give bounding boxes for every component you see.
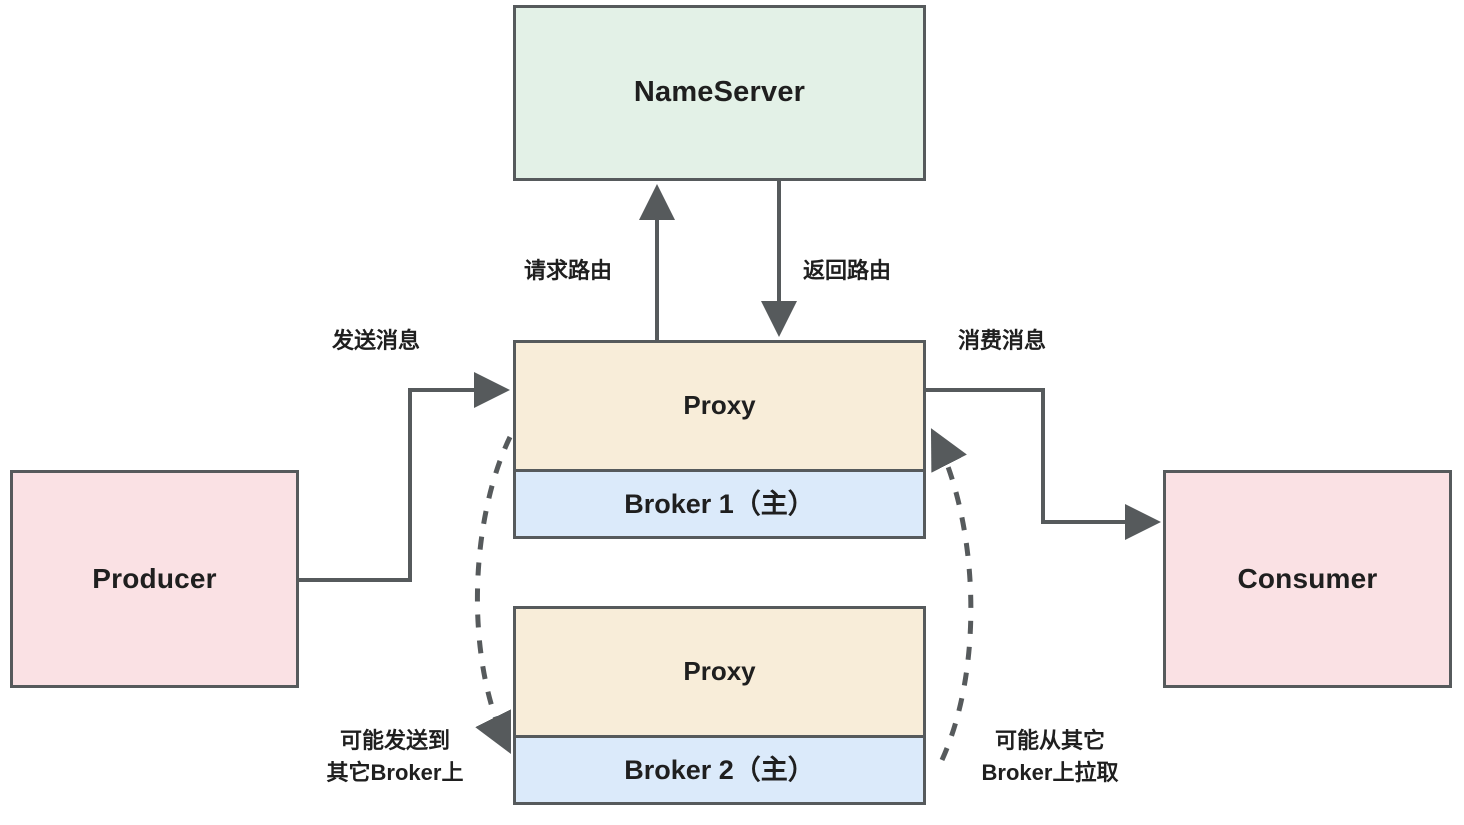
node-cluster-1: Proxy Broker 1（主） [513, 340, 926, 539]
edge-label-send-message: 发送消息 [332, 325, 462, 357]
cluster-1-proxy[interactable]: Proxy [516, 343, 923, 470]
maybe-send-other-line-2: 其它Broker上 [326, 759, 464, 785]
return-route-text: 返回路由 [803, 258, 892, 283]
send-message-text: 发送消息 [332, 328, 421, 353]
cluster-1-proxy-label: Proxy [683, 390, 756, 421]
edge-maybe-pull-other-broker [930, 428, 974, 762]
producer-label: Producer [92, 562, 217, 594]
cluster-1-broker[interactable]: Broker 1（主） [516, 469, 923, 537]
edge-label-maybe-send-other: 可能发送到 其它Broker上 [300, 725, 490, 789]
edge-consume-message [926, 388, 1161, 540]
consumer-label: Consumer [1237, 562, 1378, 594]
nameserver-label: NameServer [633, 76, 806, 109]
cluster-2-proxy[interactable]: Proxy [516, 609, 923, 736]
cluster-1-broker-label: Broker 1（主） [624, 488, 815, 519]
edge-send-message [299, 372, 510, 582]
cluster-2-broker-label: Broker 2（主） [624, 754, 815, 785]
edge-maybe-send-other-broker [474, 435, 513, 754]
edge-label-consume-message: 消费消息 [958, 325, 1088, 357]
node-producer[interactable]: Producer [10, 470, 299, 688]
maybe-send-other-line-1: 可能发送到 [339, 728, 450, 753]
maybe-pull-other-line-1: 可能从其它 [994, 728, 1105, 753]
cluster-2-broker[interactable]: Broker 2（主） [516, 735, 923, 803]
consume-message-text: 消费消息 [958, 328, 1047, 353]
node-consumer[interactable]: Consumer [1163, 470, 1452, 688]
edge-label-request-route: 请求路由 [524, 255, 654, 287]
edge-label-maybe-pull-other: 可能从其它 Broker上拉取 [950, 725, 1150, 789]
request-route-text: 请求路由 [524, 258, 613, 283]
maybe-pull-other-line-2: Broker上拉取 [981, 759, 1119, 785]
node-cluster-2: Proxy Broker 2（主） [513, 606, 926, 805]
cluster-2-proxy-label: Proxy [683, 656, 756, 687]
edge-label-return-route: 返回路由 [803, 255, 933, 287]
node-nameserver[interactable]: NameServer [513, 5, 926, 181]
